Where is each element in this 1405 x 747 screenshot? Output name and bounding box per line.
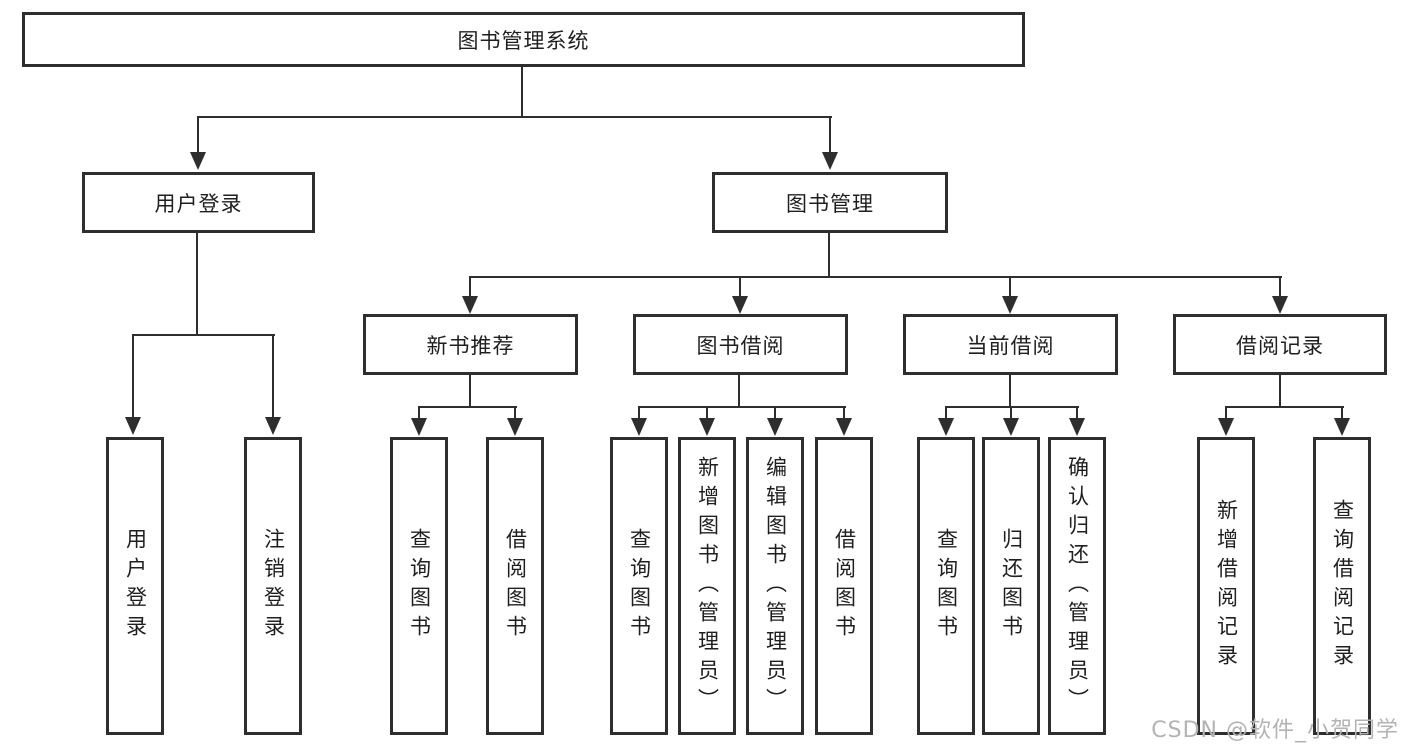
connector-line-v (521, 67, 523, 118)
connector-line-v (828, 233, 830, 278)
node-borrow-records: 借阅记录 (1173, 314, 1387, 375)
connector-line-v (706, 406, 708, 419)
arrowhead-down-icon (699, 418, 715, 436)
leaf-borrow-books-recommend: 借阅图书 (486, 437, 544, 735)
arrowhead-down-icon (732, 296, 748, 314)
node-book-borrow: 图书借阅 (633, 314, 848, 375)
arrowhead-down-icon (265, 417, 281, 435)
connector-line-v (738, 374, 740, 408)
connector-line-h (197, 116, 832, 118)
node-root-library-system: 图书管理系统 (22, 12, 1025, 67)
connector-line-v (1009, 276, 1011, 297)
connector-line-v (272, 334, 274, 417)
connector-line-v (514, 406, 516, 419)
connector-line-v (1341, 406, 1343, 419)
connector-line-v (418, 406, 420, 419)
connector-line-v (843, 406, 845, 419)
leaf-query-borrow-record: 查询借阅记录 (1313, 437, 1371, 735)
arrowhead-down-icon (125, 417, 141, 435)
leaf-user-login: 用户登录 (106, 437, 164, 735)
leaf-edit-books-admin: 编辑图书（管理员） (746, 437, 804, 735)
node-user-login: 用户登录 (82, 172, 315, 233)
arrowhead-down-icon (1218, 418, 1234, 436)
connector-line-h (469, 276, 1282, 278)
arrowhead-down-icon (1002, 296, 1018, 314)
arrowhead-down-icon (631, 418, 647, 436)
leaf-query-books-borrow: 查询图书 (610, 437, 668, 735)
leaf-add-borrow-record: 新增借阅记录 (1197, 437, 1255, 735)
arrowhead-down-icon (411, 418, 427, 436)
connector-line-v (132, 334, 134, 417)
connector-line-h (418, 406, 517, 408)
leaf-logout: 注销登录 (244, 437, 302, 735)
connector-line-v (774, 406, 776, 419)
leaf-borrow-books: 借阅图书 (815, 437, 873, 735)
arrowhead-down-icon (507, 418, 523, 436)
connector-line-v (945, 406, 947, 419)
arrowhead-down-icon (1003, 418, 1019, 436)
connector-line-v (197, 116, 199, 153)
connector-line-v (638, 406, 640, 419)
arrowhead-down-icon (822, 152, 838, 170)
connector-line-v (1279, 276, 1281, 297)
leaf-query-books-current: 查询图书 (917, 437, 975, 735)
arrowhead-down-icon (1069, 418, 1085, 436)
connector-line-h (1225, 406, 1344, 408)
connector-line-v (829, 116, 831, 153)
connector-line-v (469, 276, 471, 297)
node-current-borrow: 当前借阅 (903, 314, 1118, 375)
arrowhead-down-icon (1272, 296, 1288, 314)
connector-line-v (1279, 374, 1281, 408)
arrowhead-down-icon (836, 418, 852, 436)
connector-line-h (132, 334, 275, 336)
connector-line-v (1225, 406, 1227, 419)
arrowhead-down-icon (190, 152, 206, 170)
leaf-confirm-return-admin: 确认归还（管理员） (1048, 437, 1106, 735)
csdn-watermark: CSDN @软件_小贺同学 (1151, 718, 1399, 743)
connector-line-v (196, 233, 198, 336)
connector-line-v (1010, 406, 1012, 419)
connector-line-v (739, 276, 741, 297)
connector-line-v (1009, 374, 1011, 408)
node-book-management: 图书管理 (712, 172, 948, 233)
arrowhead-down-icon (938, 418, 954, 436)
connector-line-v (1076, 406, 1078, 419)
leaf-query-books-recommend: 查询图书 (390, 437, 448, 735)
node-new-book-recommend: 新书推荐 (363, 314, 578, 375)
arrowhead-down-icon (767, 418, 783, 436)
arrowhead-down-icon (1334, 418, 1350, 436)
arrowhead-down-icon (462, 296, 478, 314)
leaf-add-books-admin: 新增图书（管理员） (678, 437, 736, 735)
connector-line-v (469, 374, 471, 408)
connector-line-h (638, 406, 846, 408)
connector-line-h (945, 406, 1079, 408)
leaf-return-books: 归还图书 (982, 437, 1040, 735)
